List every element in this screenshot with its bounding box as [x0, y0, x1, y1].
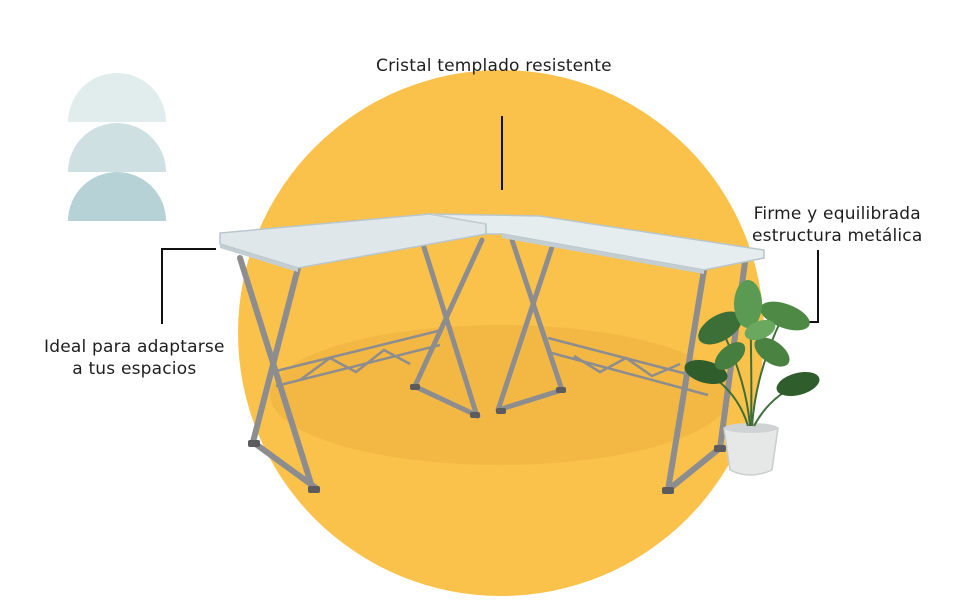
stacked-semicircles-icon	[68, 73, 166, 223]
glass-top	[219, 213, 765, 274]
callout-left-line1: Ideal para adaptarse	[44, 337, 225, 357]
background-circle	[238, 70, 764, 596]
desk-feet	[248, 384, 726, 494]
callout-tempered-glass: Cristal templado resistente	[376, 55, 612, 77]
callout-metal-structure: Firme y equilibrada estructura metálica	[752, 203, 922, 247]
potted-plant-icon	[684, 280, 820, 476]
callout-left-line2: a tus espacios	[72, 359, 197, 379]
callout-top-text: Cristal templado resistente	[376, 56, 612, 76]
callout-right-line2: estructura metálica	[752, 226, 923, 246]
l-shaped-glass-desk	[219, 213, 765, 494]
callout-right-line1: Firme y equilibrada	[753, 204, 921, 224]
desk-shadow	[270, 325, 730, 465]
leader-line-left	[161, 248, 216, 324]
callout-adaptable: Ideal para adaptarse a tus espacios	[44, 336, 225, 380]
